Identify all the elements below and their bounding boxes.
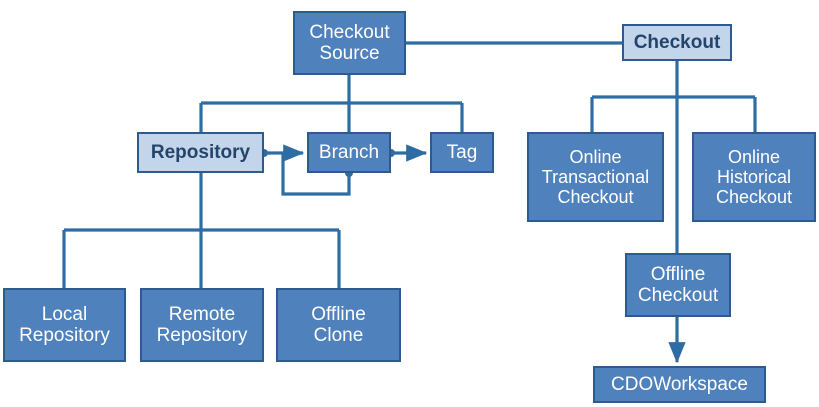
- node-repository[interactable]: Repository: [137, 132, 264, 173]
- node-tag-label: Tag: [446, 141, 478, 163]
- node-checkout-source[interactable]: Checkout Source: [293, 11, 406, 75]
- node-checkout-source-label: Checkout Source: [309, 21, 390, 64]
- node-offline-clone-label: Offline Clone: [311, 303, 366, 346]
- node-repository-label: Repository: [150, 141, 251, 163]
- node-online-transactional-checkout[interactable]: Online Transactional Checkout: [527, 132, 664, 222]
- node-online-transactional-checkout-label: Online Transactional Checkout: [541, 146, 650, 208]
- node-checkout-label: Checkout: [633, 31, 721, 53]
- node-remote-repository-label: Remote Repository: [156, 303, 248, 346]
- node-cdo-workspace-label: CDOWorkspace: [611, 373, 748, 395]
- node-online-historical-checkout[interactable]: Online Historical Checkout: [692, 132, 816, 222]
- node-tag[interactable]: Tag: [430, 132, 494, 173]
- node-offline-checkout-label: Offline Checkout: [637, 263, 719, 306]
- node-branch-label: Branch: [318, 141, 380, 163]
- node-offline-clone[interactable]: Offline Clone: [276, 288, 401, 362]
- edge-branch-self-loop: [281, 153, 351, 196]
- node-branch[interactable]: Branch: [307, 132, 391, 173]
- node-local-repository-label: Local Repository: [19, 303, 110, 346]
- node-online-historical-checkout-label: Online Historical Checkout: [715, 146, 793, 208]
- node-checkout[interactable]: Checkout: [622, 24, 732, 61]
- node-remote-repository[interactable]: Remote Repository: [140, 288, 264, 362]
- node-cdo-workspace[interactable]: CDOWorkspace: [593, 366, 766, 403]
- node-offline-checkout[interactable]: Offline Checkout: [625, 253, 731, 317]
- node-local-repository[interactable]: Local Repository: [3, 288, 126, 362]
